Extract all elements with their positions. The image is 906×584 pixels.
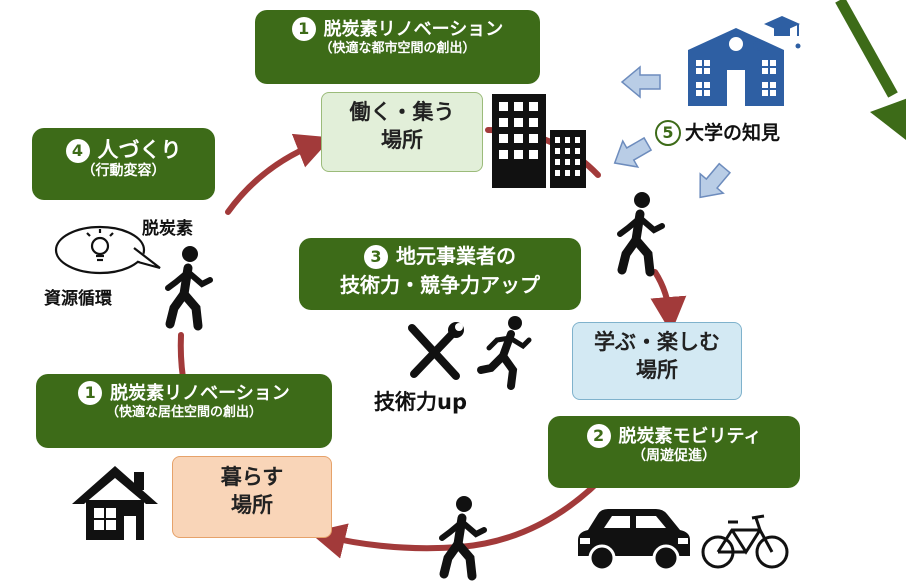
banner-subtitle: （快適な都市空間の創出） [319, 41, 476, 56]
arrow-walker-to-learn [650, 269, 687, 333]
big-green-arrow [835, 0, 906, 140]
label-decarbonization: 脱炭素 [142, 219, 193, 239]
banner-mobility: 2 脱炭素モビリティ （周遊促進） [548, 416, 800, 488]
number-badge: 5 [655, 120, 681, 146]
university-text: 大学の知見 [685, 122, 781, 144]
banner-line1: 地元事業者の [396, 244, 516, 268]
walking-person-icon [617, 192, 665, 277]
banner-title: 脱炭素リノベーション [110, 383, 290, 404]
banner-title: 脱炭素リノベーション [323, 19, 504, 40]
running-person-icon [477, 316, 532, 390]
place-learn-line1: 学ぶ・楽しむ [594, 330, 720, 354]
arrow-people-to-work [225, 133, 332, 215]
place-learn: 学ぶ・楽しむ 場所 [572, 322, 742, 400]
place-learn-line2: 場所 [636, 357, 678, 382]
walking-person-icon [439, 496, 487, 581]
place-live-line1: 暮らす [220, 465, 284, 489]
banner-title: 人づくり [97, 138, 182, 162]
banner-people: 4 人づくり （行動変容） [32, 128, 215, 200]
place-work-line2: 場所 [381, 127, 423, 152]
number-badge: 1 [291, 17, 316, 41]
label-skill-up: 技術力up [374, 390, 467, 414]
place-work: 働く・集う 場所 [321, 92, 483, 172]
banner-title: 脱炭素モビリティ [618, 426, 762, 447]
house-icon [72, 466, 158, 540]
banner-subtitle: （快適な居住空間の創出） [105, 405, 262, 420]
knowledge-arrows [613, 65, 731, 199]
banner-local-business: 3 地元事業者の 技術力・競争力アップ [299, 238, 581, 310]
bicycle-icon [701, 514, 789, 569]
place-live-line2: 場所 [231, 492, 273, 517]
number-badge: 2 [586, 424, 611, 448]
number-badge: 3 [364, 245, 388, 269]
tools-icon [408, 322, 464, 380]
place-live: 暮らす 場所 [172, 456, 332, 538]
speech-bubble-icon [54, 225, 161, 275]
label-resource-cycle: 資源循環 [44, 289, 112, 309]
arrow-renovation-to-people [177, 332, 186, 381]
car-icon [578, 509, 690, 572]
banner-renovation-city: 1 脱炭素リノベーション （快適な都市空間の創出） [255, 10, 540, 84]
place-work-line1: 働く・集う [349, 100, 455, 124]
building-icon [492, 94, 586, 188]
walking-person-icon [165, 246, 213, 331]
graduation-cap-icon [764, 16, 800, 32]
banner-renovation-home: 1 脱炭素リノベーション （快適な居住空間の創出） [36, 374, 332, 448]
number-badge: 4 [65, 139, 90, 163]
lightbulb-icon [86, 229, 114, 262]
university-icon [688, 16, 801, 106]
banner-subtitle: （周遊促進） [632, 448, 716, 464]
banner-subtitle: （行動変容） [81, 163, 166, 180]
number-badge: 1 [78, 381, 103, 405]
banner-line2: 技術力・競争力アップ [340, 273, 540, 297]
